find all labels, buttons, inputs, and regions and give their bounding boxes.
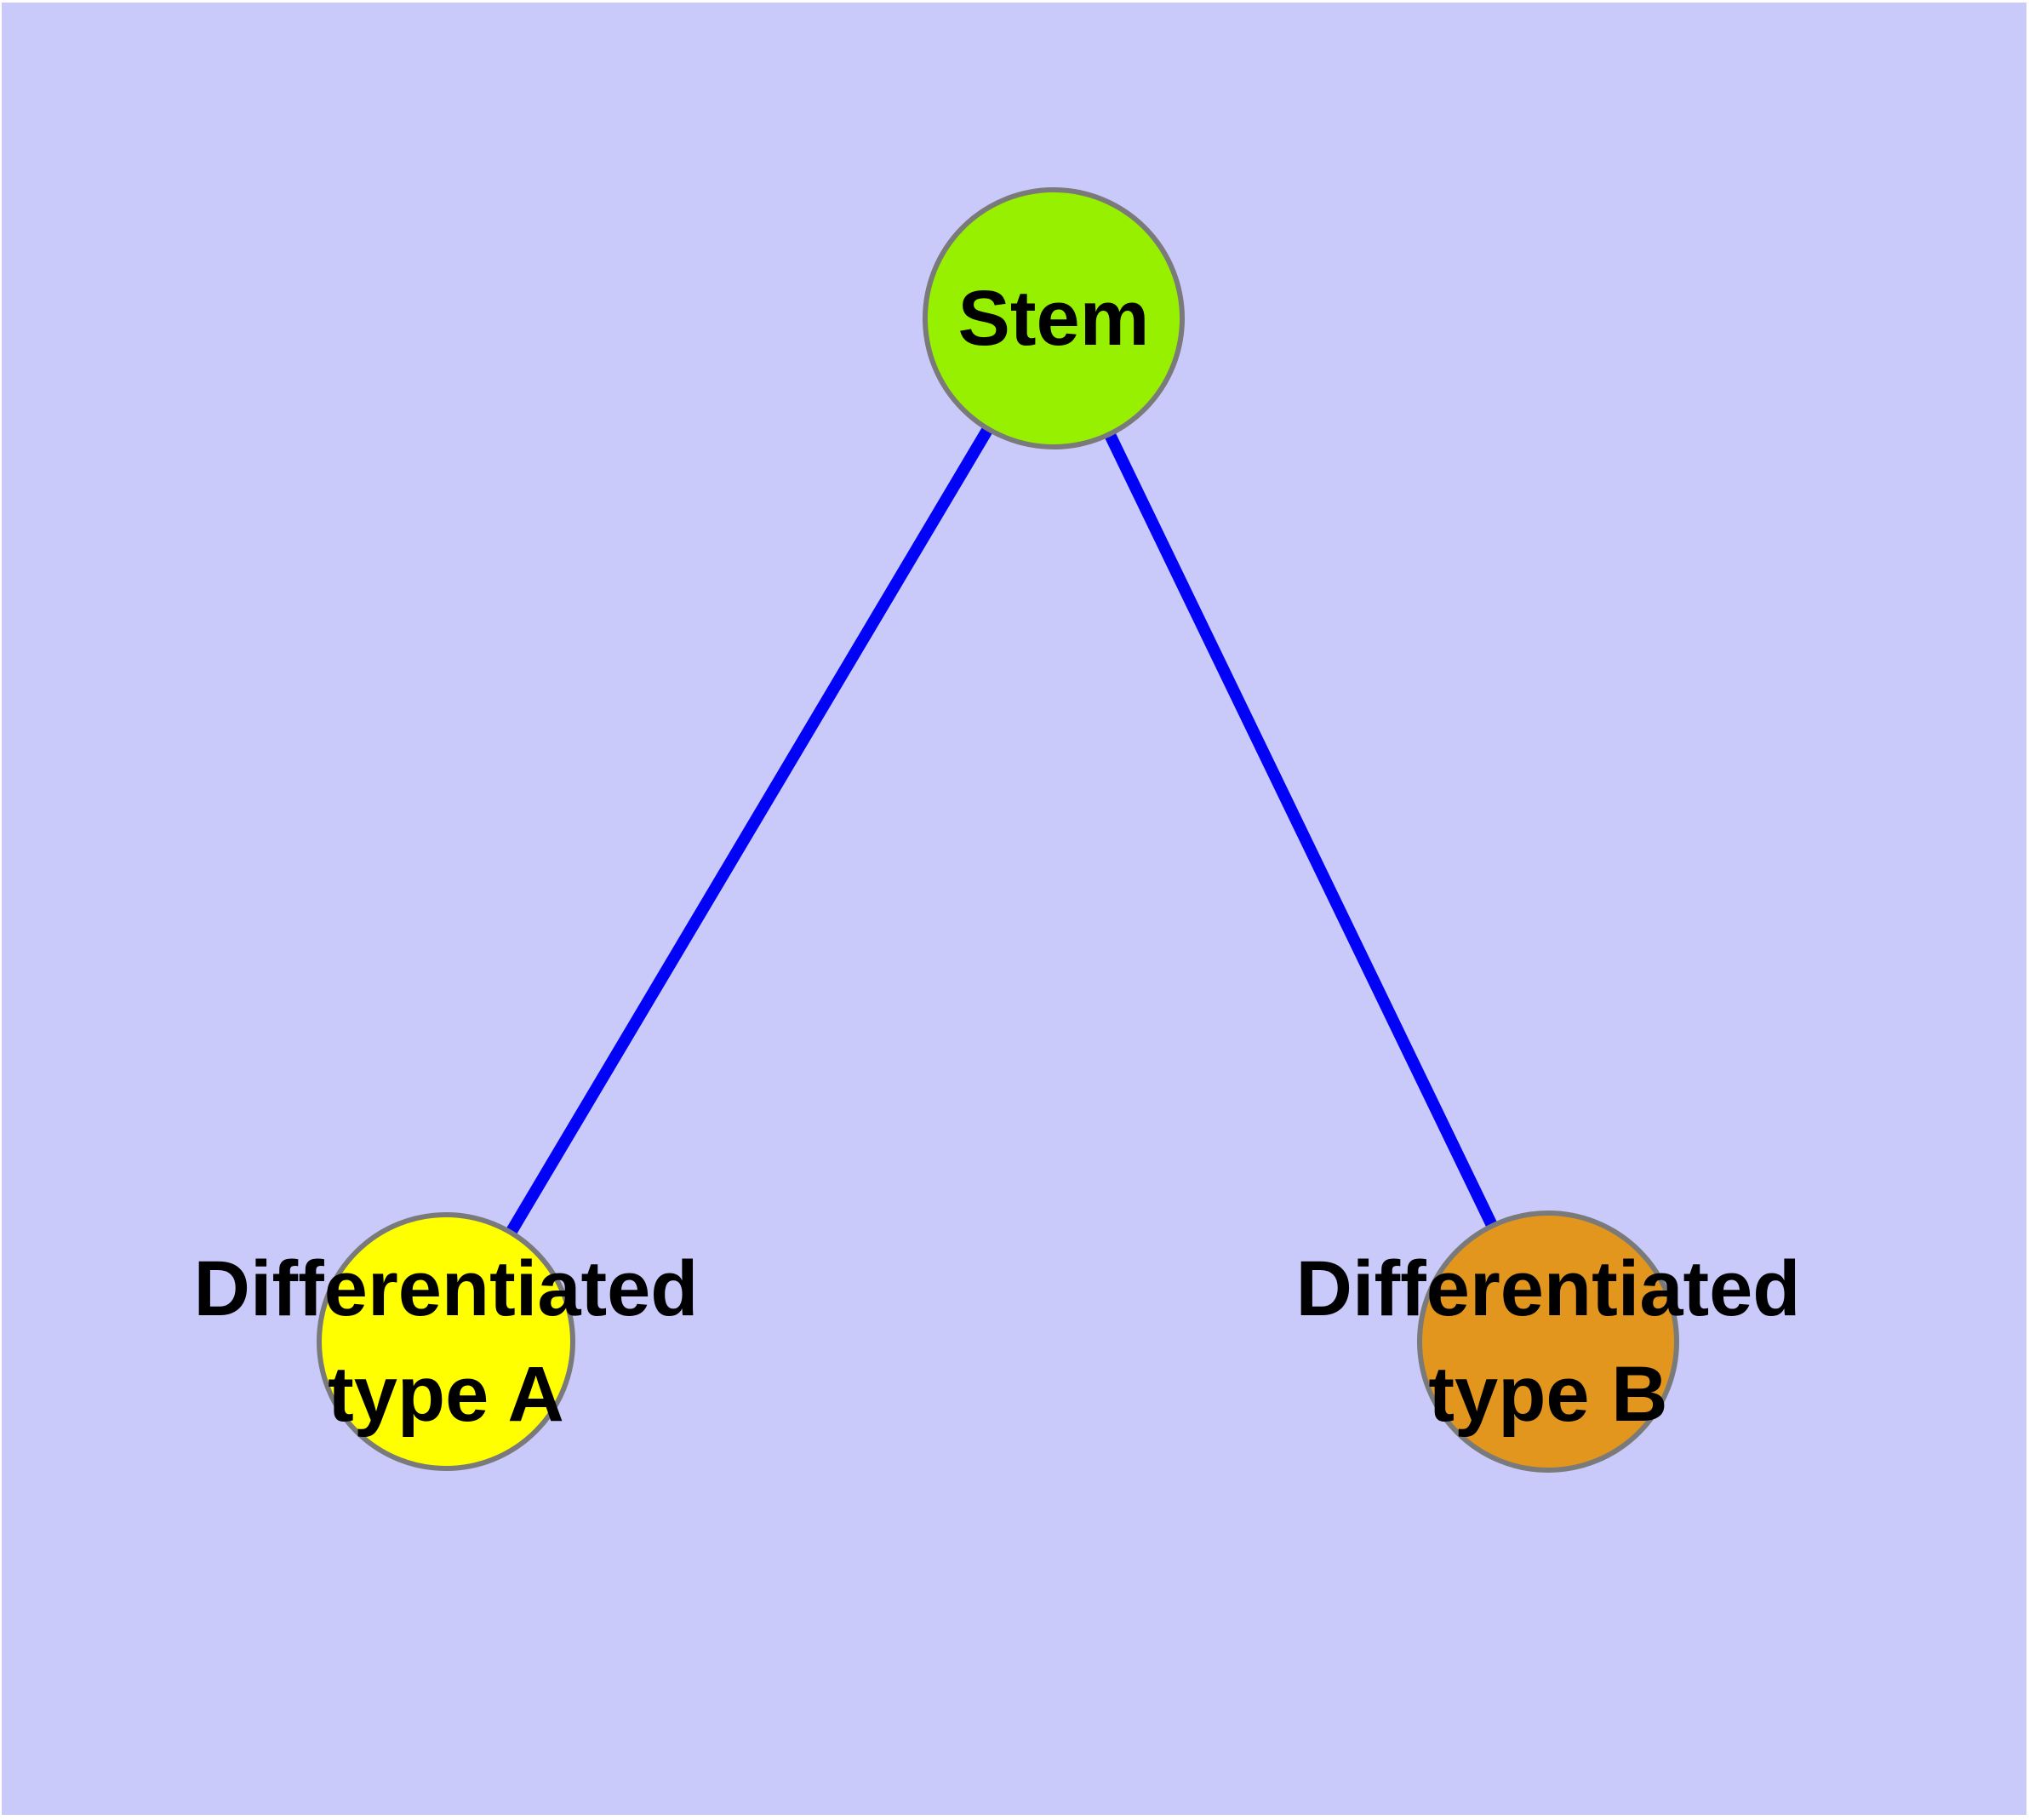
- node-label-stem: Stem: [958, 275, 1150, 362]
- node-label-line: Stem: [958, 275, 1150, 362]
- node-label-differentiated-type-a: Differentiated type A: [194, 1245, 699, 1438]
- node-circle-differentiated-type-b: [1417, 1210, 1679, 1473]
- node-label-line: type B: [1428, 1351, 1667, 1438]
- node-label-line: Differentiated: [194, 1245, 699, 1332]
- node-label-line: type A: [328, 1351, 564, 1438]
- node-circle-stem: [923, 187, 1185, 449]
- edges-layer: [440, 315, 1554, 1345]
- edge-stem-differentiated-type-b: [1048, 315, 1554, 1345]
- edge-stem-differentiated-type-a: [440, 315, 1060, 1345]
- node-label-differentiated-type-b: Differentiated type B: [1296, 1245, 1801, 1438]
- nodes-layer: [317, 187, 1679, 1473]
- node-circle-differentiated-type-a: [317, 1212, 575, 1471]
- node-label-line: Differentiated: [1296, 1245, 1801, 1332]
